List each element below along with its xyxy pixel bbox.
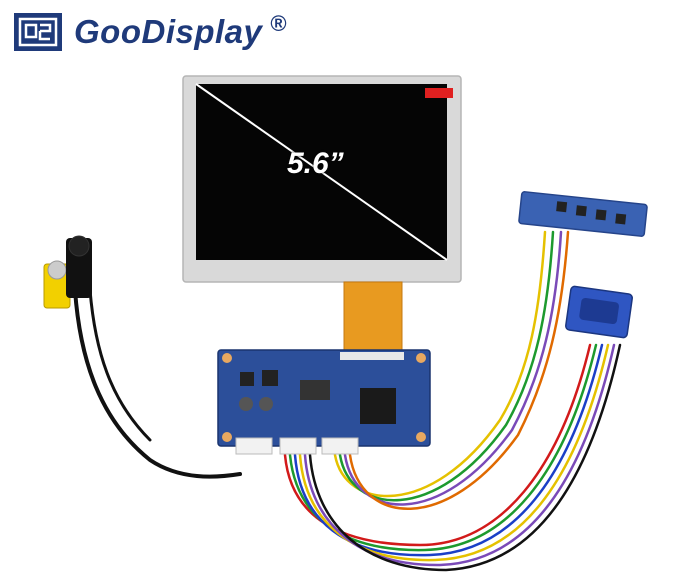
registered-mark: ® — [270, 11, 287, 36]
goodisplay-logo-icon — [14, 13, 62, 51]
driver-board — [217, 349, 431, 455]
fpc-ribbon — [343, 281, 403, 355]
cables — [73, 230, 622, 572]
diagonal-line — [195, 83, 448, 261]
connector — [279, 437, 317, 455]
brand-header: GooDisplay ® — [14, 10, 287, 54]
connector — [321, 437, 359, 455]
connector — [235, 437, 273, 455]
lcd-display — [182, 75, 462, 283]
dc-power-connector — [66, 235, 92, 298]
chip — [360, 388, 396, 424]
protective-film-tab — [425, 88, 453, 98]
screen-size-label: 5.6” — [287, 147, 344, 180]
vga-connector — [565, 285, 633, 339]
rca-connector — [43, 260, 71, 309]
brand-name: GooDisplay — [74, 13, 263, 50]
key-board — [518, 191, 648, 237]
